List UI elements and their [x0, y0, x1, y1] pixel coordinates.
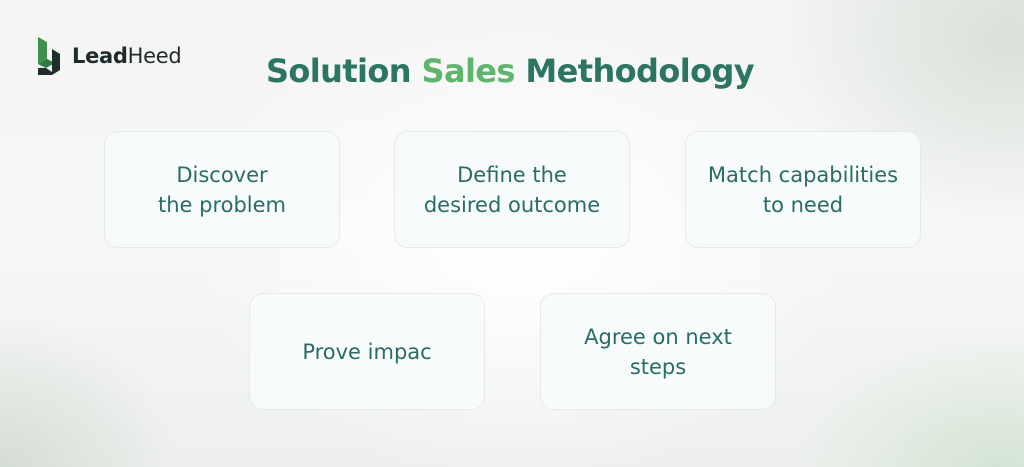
brand-name: LeadHeed	[72, 44, 182, 68]
step-card-define: Define the desired outcome	[394, 131, 630, 248]
step-card-discover: Discover the problem	[104, 131, 340, 248]
step-4-line-1: Prove impac	[302, 339, 432, 364]
step-5-line-2: steps	[629, 354, 687, 379]
step-card-agree: Agree on next steps	[540, 293, 776, 410]
brand-name-heed: Heed	[127, 44, 182, 68]
step-3-line-1: Match capabilities	[707, 162, 899, 187]
page-title: Solution Sales Methodology	[0, 52, 1022, 90]
step-2-line-2: desired outcome	[423, 192, 601, 217]
step-card-prove: Prove impac	[249, 293, 485, 410]
leadheed-logo-icon	[38, 37, 60, 75]
title-word-solution: Solution	[265, 52, 412, 90]
step-card-match: Match capabilities to need	[685, 131, 921, 248]
step-2-line-1: Define the	[457, 162, 567, 187]
title-word-sales: Sales	[421, 52, 516, 90]
brand-name-lead: Lead	[72, 44, 128, 68]
step-1-line-2: the problem	[157, 192, 287, 217]
step-1-line-1: Discover	[176, 162, 268, 187]
title-word-methodology: Methodology	[525, 52, 755, 90]
brand-logo: LeadHeed	[38, 37, 182, 75]
step-3-line-2: to need	[762, 192, 844, 217]
step-5-line-1: Agree on next	[584, 324, 732, 349]
